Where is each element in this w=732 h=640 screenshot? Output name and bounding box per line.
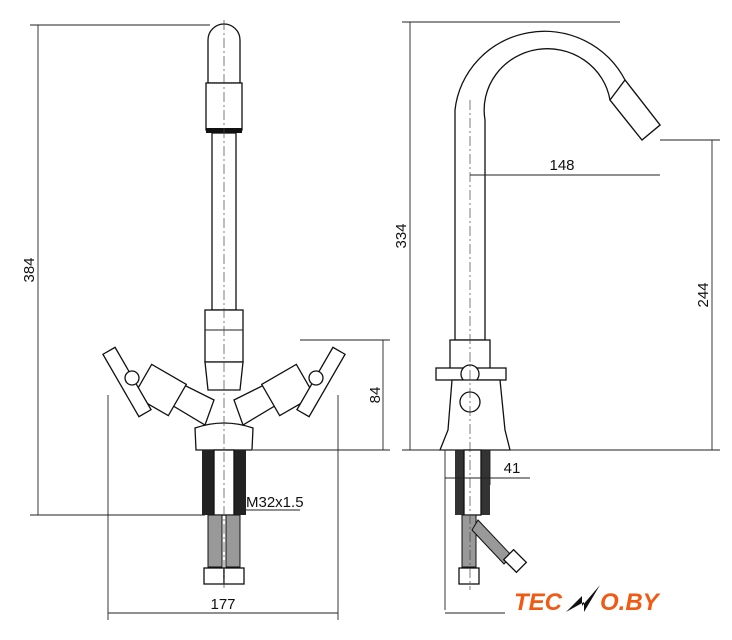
nut-left	[203, 567, 225, 585]
thread-left	[202, 450, 214, 515]
logo-right: O.BY	[600, 589, 661, 616]
side-nut	[458, 567, 480, 585]
drawing-line	[463, 449, 482, 516]
side-base	[439, 379, 511, 451]
thread-label: M32x1.5	[246, 494, 304, 511]
hose-left	[207, 514, 223, 568]
right-handle-cap	[308, 370, 324, 386]
dim-244: 244	[695, 282, 712, 307]
tecno-logo: TEC O.BY	[514, 585, 661, 616]
side-aerator	[609, 78, 661, 141]
side-spout	[454, 30, 661, 341]
logo-left: TEC	[514, 589, 563, 616]
dim-334: 334	[393, 223, 410, 248]
logo-bolt-icon	[566, 585, 600, 612]
nut-right	[223, 567, 245, 585]
side-nut-angled	[502, 548, 528, 574]
side-hose-angled	[471, 519, 513, 565]
dim-84: 84	[367, 387, 384, 404]
front-view	[102, 20, 346, 590]
hose-right	[225, 514, 241, 568]
dim-41: 41	[504, 460, 521, 477]
dim-384: 384	[21, 257, 38, 282]
front-dimensions	[30, 24, 390, 620]
dim-148: 148	[549, 157, 574, 174]
left-handle-cap	[124, 370, 140, 386]
spout-tip	[207, 23, 241, 84]
dim-177: 177	[210, 596, 235, 613]
side-hose	[461, 514, 477, 568]
side-dimensions	[402, 21, 720, 614]
thread-right	[234, 450, 246, 515]
side-view	[435, 30, 661, 590]
